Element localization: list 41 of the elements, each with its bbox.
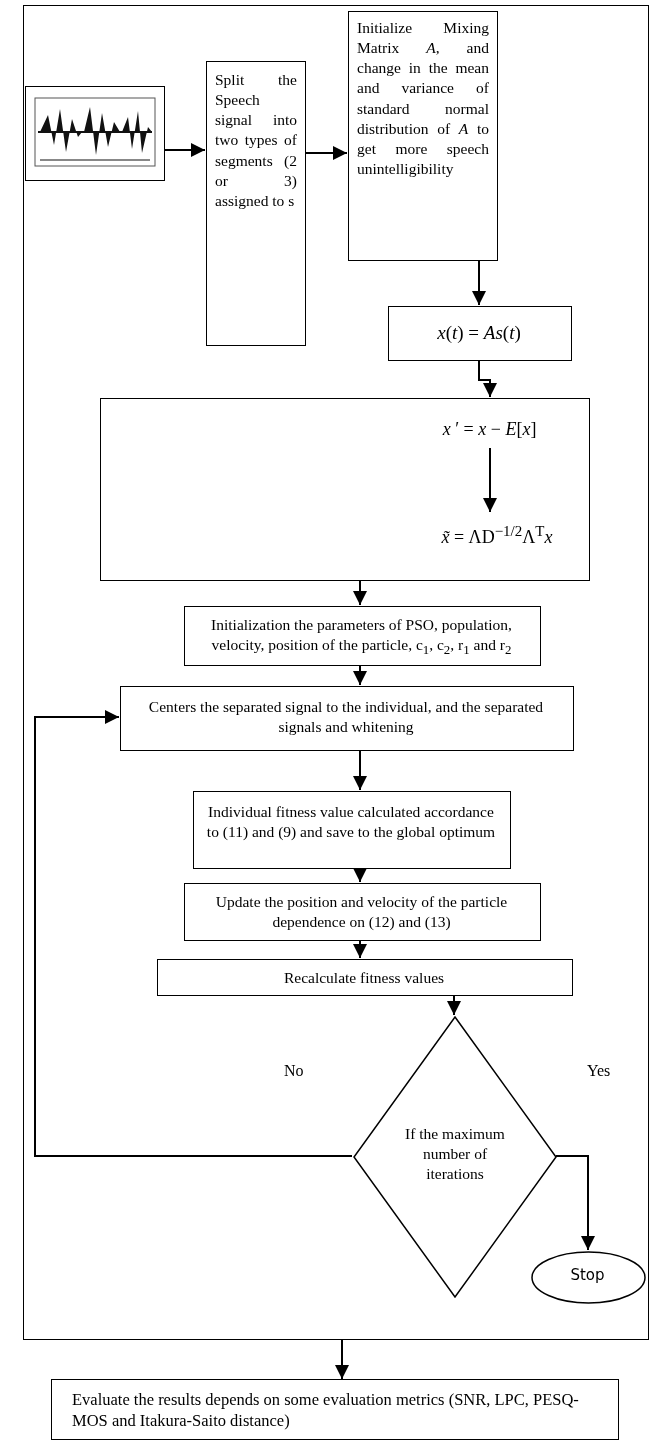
arrow	[163, 143, 206, 157]
process-box	[184, 606, 541, 666]
step-text: Individual fitness value calculated accordance to (11) and (9) and save to the global optimum	[205, 802, 497, 843]
picture-frame	[25, 86, 165, 181]
terminal-ellipse	[531, 1251, 646, 1304]
arrow	[353, 749, 367, 791]
step-text: Initialize Mixing Matrix A, and change in the mean and variance of standard normal distribution of A to get more speech unintelligibility	[357, 18, 489, 179]
formula-text: x ′ = x − E[x]	[441, 418, 538, 441]
arrow	[335, 1339, 349, 1380]
process-box	[100, 398, 590, 581]
arrow	[447, 994, 461, 1016]
process-box	[388, 306, 572, 361]
step-text: x(t) = As(t)	[436, 321, 522, 345]
process-box	[157, 959, 573, 996]
arrow	[478, 359, 497, 398]
process-box	[348, 11, 498, 261]
decision-text: If the maximum number of iterations	[405, 1124, 505, 1185]
arrow	[483, 447, 497, 513]
step-text: Evaluate the results depends on some evaluation metrics (SNR, LPC, PESQ-MOS and Itakura-Saito distance)	[72, 1389, 580, 1432]
container-frame	[23, 5, 649, 1340]
arrow	[353, 664, 367, 686]
formula-text: x̃ = ΛD$^{−1/2}$Λ$^{T}$x	[440, 522, 554, 549]
arrow	[353, 939, 367, 959]
terminal-text: Stop	[569, 1266, 606, 1286]
step-text: Split the Speech signal into two types of segments (2 or 3) assigned to s	[215, 70, 297, 211]
process-box	[184, 883, 541, 941]
arrow	[353, 579, 367, 606]
decision-diamond	[353, 1016, 557, 1298]
process-box	[206, 61, 306, 346]
step-text: Initialization the parameters of PSO, population, velocity, position of the particle, c$_{1}$, c$_{2}$, r$_{1}$ and r$_{2}$	[210, 615, 513, 660]
arrow	[472, 259, 486, 306]
step-text: Recalculate fitness values	[282, 968, 446, 988]
arrow	[555, 1155, 595, 1251]
arrow	[304, 146, 348, 160]
process-box	[51, 1379, 619, 1440]
step-text: Update the position and velocity of the particle dependence on (12) and (13)	[214, 892, 509, 933]
process-box	[193, 791, 511, 869]
step-text: Centers the separated signal to the individual, and the separated signals and whitening	[147, 697, 545, 738]
arrow	[353, 867, 367, 883]
process-box	[120, 686, 574, 751]
arrow	[34, 710, 353, 1157]
